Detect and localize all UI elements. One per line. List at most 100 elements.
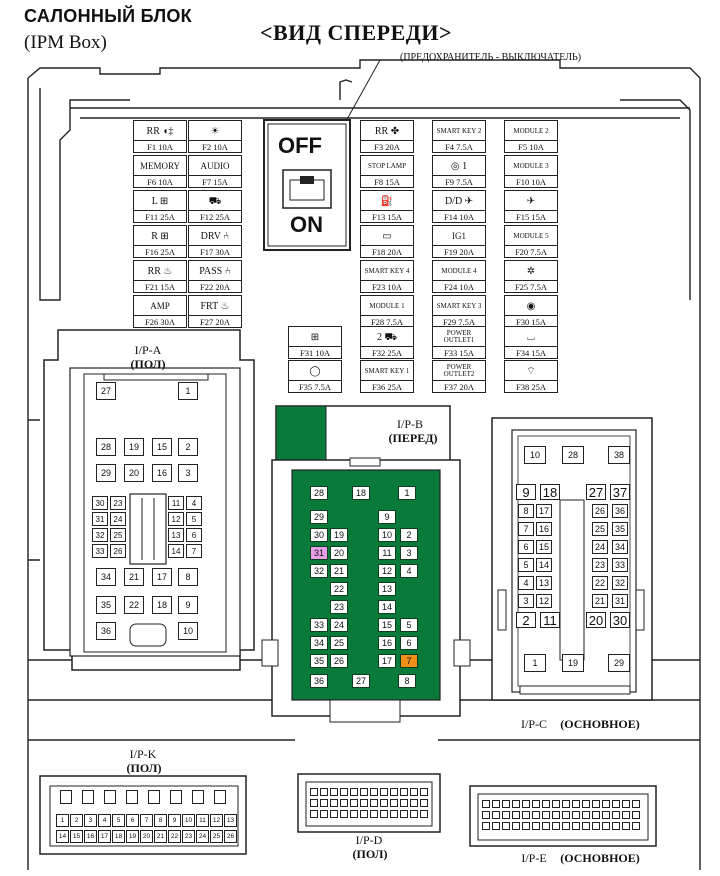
ipk-pin: 18 [112,830,125,843]
fuse-rating: F33 15A [433,346,485,358]
ipk-latch [214,790,226,804]
fuse-rating: F20 7.5A [505,245,557,257]
fuse-f17: DRV ⑃F17 30A [188,225,242,258]
ipb-pin: 16 [378,636,396,650]
ipd-pin [330,788,338,796]
fuse-rating: F1 10A [134,140,186,152]
fuse-f31: ⊞F31 10A [288,326,342,359]
ipd-pin [370,788,378,796]
ipa-pin: 29 [96,464,116,482]
ipk-pin: 13 [224,814,237,827]
ipd-pin [340,799,348,807]
ipd-sub: (ПОЛ) [352,847,388,861]
ipc-pin: 28 [562,446,584,464]
ipd-pin [360,788,368,796]
ipk-pin: 5 [112,814,125,827]
fuse-rating: F30 15A [505,315,557,327]
ipd-pin [340,788,348,796]
ipa-pin: 3 [178,464,198,482]
fuse-rating: F3 20A [361,140,413,152]
ipe-pin [482,822,490,830]
switch-on-label: ON [290,212,323,237]
fuse-f13: ⛽F13 15A [360,190,414,223]
ipe-pin [512,800,520,808]
ipe-pin [582,800,590,808]
ipc-pin: 8 [518,504,534,518]
sunroof-icon: ✲ [526,265,536,277]
fuse-f25: ✲ F25 7.5A [504,260,558,293]
fuse-rating: F9 7.5A [433,175,485,187]
ipk-latch [170,790,182,804]
ipa-pin: 35 [96,596,116,614]
ipe-pin [582,822,590,830]
ipa-pin: 11 [168,496,184,510]
ipc-pin: 24 [592,540,608,554]
ipd-pin [330,810,338,818]
ipc-pin: 37 [610,484,630,500]
fuse-rating: F27 20A [189,315,241,327]
ipe-pin [532,822,540,830]
ipe-pin [612,811,620,819]
ipb-sub: (ПЕРЕД) [388,431,438,445]
ipk-pin: 24 [196,830,209,843]
ipe-pin [612,800,620,808]
ipb-pin: 31 [310,546,328,560]
ipb-pin: 2 [400,528,418,542]
ipe-pin [562,822,570,830]
ipc-pin: 7 [518,522,534,536]
fuse-rating: F29 7.5A [433,315,485,327]
ipc-pin: 14 [536,558,552,572]
fuse-f27: FRT ♨F27 20A [188,295,242,328]
ipc-pin: 27 [586,484,606,500]
ipb-pin: 24 [330,618,348,632]
fuse-f38: ⌔F38 25A [504,360,558,393]
fuse-f12: ⛟F12 25A [188,190,242,223]
fuse-f3: RR ✤F3 20A [360,120,414,153]
ipe-pin [582,811,590,819]
ipb-pin: 29 [310,510,328,524]
ipe-pin [592,811,600,819]
ipk-pin: 3 [84,814,97,827]
ipb-pin: 17 [378,654,396,668]
ipk-pin: 4 [98,814,111,827]
ipb-pin: 21 [330,564,348,578]
ipa-pin: 27 [96,382,116,400]
fuse-rating: F22 20A [189,280,241,292]
ipd-pin [420,788,428,796]
ipb-name: I/P-B [396,417,423,431]
ipc-pin: 25 [592,522,608,536]
ipa-sub: (ПОЛ) [130,357,166,371]
ipc-pin: 13 [536,576,552,590]
ipd-pin [350,799,358,807]
ipk-pin: 10 [182,814,195,827]
fuse-rating: F7 15A [189,175,241,187]
ipe-pin [552,800,560,808]
ipc-pin: 32 [612,576,628,590]
ipk-pin: 19 [126,830,139,843]
fuse-rating: F25 7.5A [505,280,557,292]
ipc-pin: 33 [612,558,628,572]
ipb-pin: 3 [400,546,418,560]
ipk-pin: 26 [224,830,237,843]
ipb-pin: 4 [400,564,418,578]
ipa-pin: 20 [124,464,144,482]
fuse-rating: F2 10A [189,140,241,152]
seat-icon: DRV ⑃ [200,230,230,242]
fuse-rating: F36 25A [361,380,413,392]
ipc-pin: 17 [536,504,552,518]
ipd-pin [410,788,418,796]
ipk-latch [192,790,204,804]
fuse-rating: F18 20A [361,245,413,257]
steering-icon: ◎ 1 [450,160,468,172]
ipb-pin: 36 [310,674,328,688]
fuse-rating: F37 20A [433,380,485,392]
ipb-pin: 8 [398,674,416,688]
